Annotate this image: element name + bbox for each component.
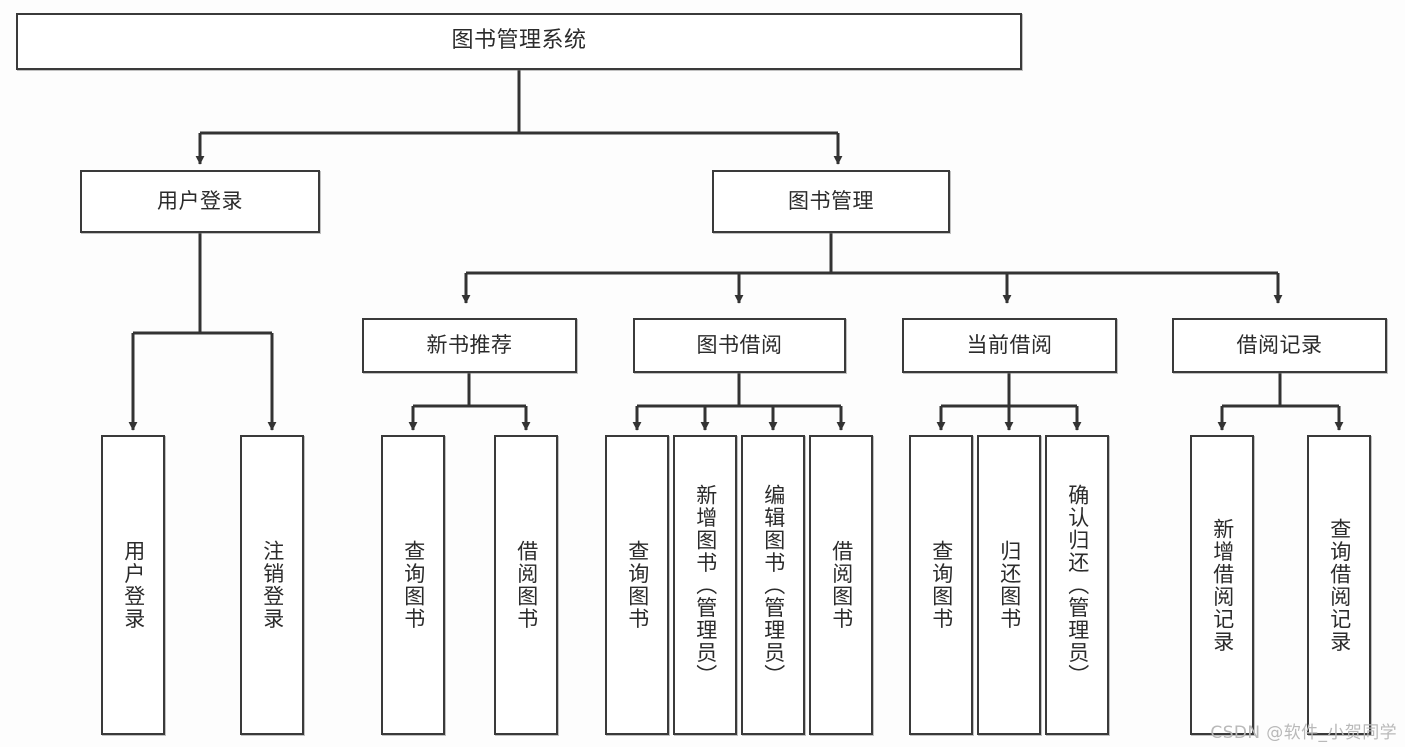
- node-leaf-user-logout-label: 注销登录: [260, 540, 284, 630]
- node-leaf-rec-query-rec[interactable]: 查询借阅记录: [1307, 435, 1371, 735]
- node-leaf-cur-query-label: 查询图书: [929, 540, 953, 630]
- node-leaf-borrow-query-label: 查询图书: [625, 540, 649, 630]
- node-leaf-borrow-borrow-label: 借阅图书: [829, 540, 853, 630]
- node-leaf-rec-query-label: 查询图书: [401, 540, 425, 630]
- node-current-borrow[interactable]: 当前借阅: [902, 318, 1117, 373]
- node-root[interactable]: 图书管理系统: [16, 13, 1022, 70]
- watermark-text: CSDN @软件_小贺同学: [1210, 723, 1397, 743]
- node-leaf-borrow-borrow[interactable]: 借阅图书: [809, 435, 873, 735]
- node-leaf-cur-query[interactable]: 查询图书: [909, 435, 973, 735]
- node-leaf-rec-borrow[interactable]: 借阅图书: [494, 435, 558, 735]
- node-leaf-borrow-edit-label: 编辑图书（管理员）: [761, 483, 785, 687]
- node-user-login[interactable]: 用户登录: [80, 170, 320, 233]
- node-leaf-user-logout[interactable]: 注销登录: [240, 435, 304, 735]
- node-current-borrow-label: 当前借阅: [966, 332, 1053, 357]
- node-book-borrow-label: 图书借阅: [696, 332, 783, 357]
- node-user-login-label: 用户登录: [157, 188, 243, 213]
- node-leaf-user-login[interactable]: 用户登录: [101, 435, 165, 735]
- node-leaf-user-login-label: 用户登录: [121, 540, 145, 630]
- node-borrow-record[interactable]: 借阅记录: [1172, 318, 1387, 373]
- node-book-manage[interactable]: 图书管理: [712, 170, 950, 233]
- node-root-label: 图书管理系统: [451, 28, 587, 54]
- node-leaf-borrow-add[interactable]: 新增图书（管理员）: [673, 435, 737, 735]
- node-new-book-rec-label: 新书推荐: [426, 332, 513, 357]
- node-leaf-borrow-add-label: 新增图书（管理员）: [693, 483, 717, 687]
- node-leaf-borrow-query[interactable]: 查询图书: [605, 435, 669, 735]
- node-book-manage-label: 图书管理: [788, 188, 874, 213]
- node-borrow-record-label: 借阅记录: [1236, 332, 1323, 357]
- node-leaf-rec-query[interactable]: 查询图书: [381, 435, 445, 735]
- node-leaf-cur-confirm-label: 确认归还（管理员）: [1065, 483, 1089, 687]
- node-leaf-rec-borrow-label: 借阅图书: [514, 540, 538, 630]
- node-leaf-borrow-edit[interactable]: 编辑图书（管理员）: [741, 435, 805, 735]
- node-leaf-cur-return[interactable]: 归还图书: [977, 435, 1041, 735]
- node-new-book-rec[interactable]: 新书推荐: [362, 318, 577, 373]
- node-book-borrow[interactable]: 图书借阅: [633, 318, 846, 373]
- node-leaf-rec-query-rec-label: 查询借阅记录: [1327, 517, 1351, 653]
- node-leaf-cur-confirm[interactable]: 确认归还（管理员）: [1045, 435, 1109, 735]
- node-leaf-cur-return-label: 归还图书: [997, 540, 1021, 630]
- node-leaf-rec-add-label: 新增借阅记录: [1210, 517, 1234, 653]
- node-leaf-rec-add[interactable]: 新增借阅记录: [1190, 435, 1254, 735]
